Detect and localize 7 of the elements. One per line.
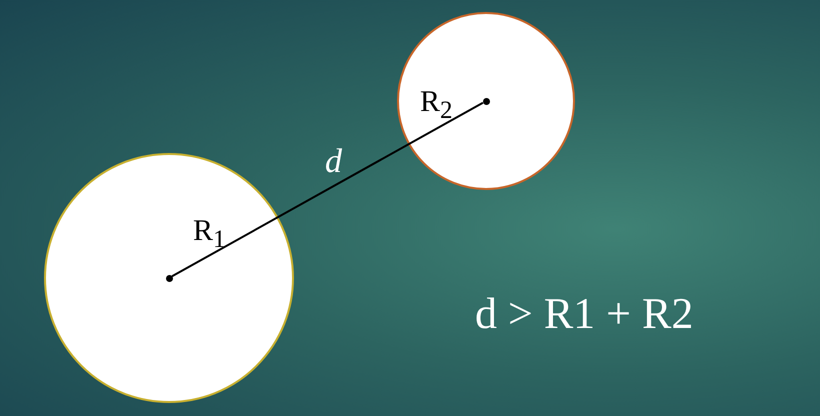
edge-label: d (325, 145, 342, 179)
center-dot (482, 98, 490, 104)
line-segment (172, 102, 484, 278)
center-dot (166, 274, 172, 282)
radius-label: R$_{2}$ (420, 87, 453, 123)
radius-label: R$_{1}$ (193, 216, 226, 252)
formula-text: d > R1 + R2 (475, 292, 694, 336)
